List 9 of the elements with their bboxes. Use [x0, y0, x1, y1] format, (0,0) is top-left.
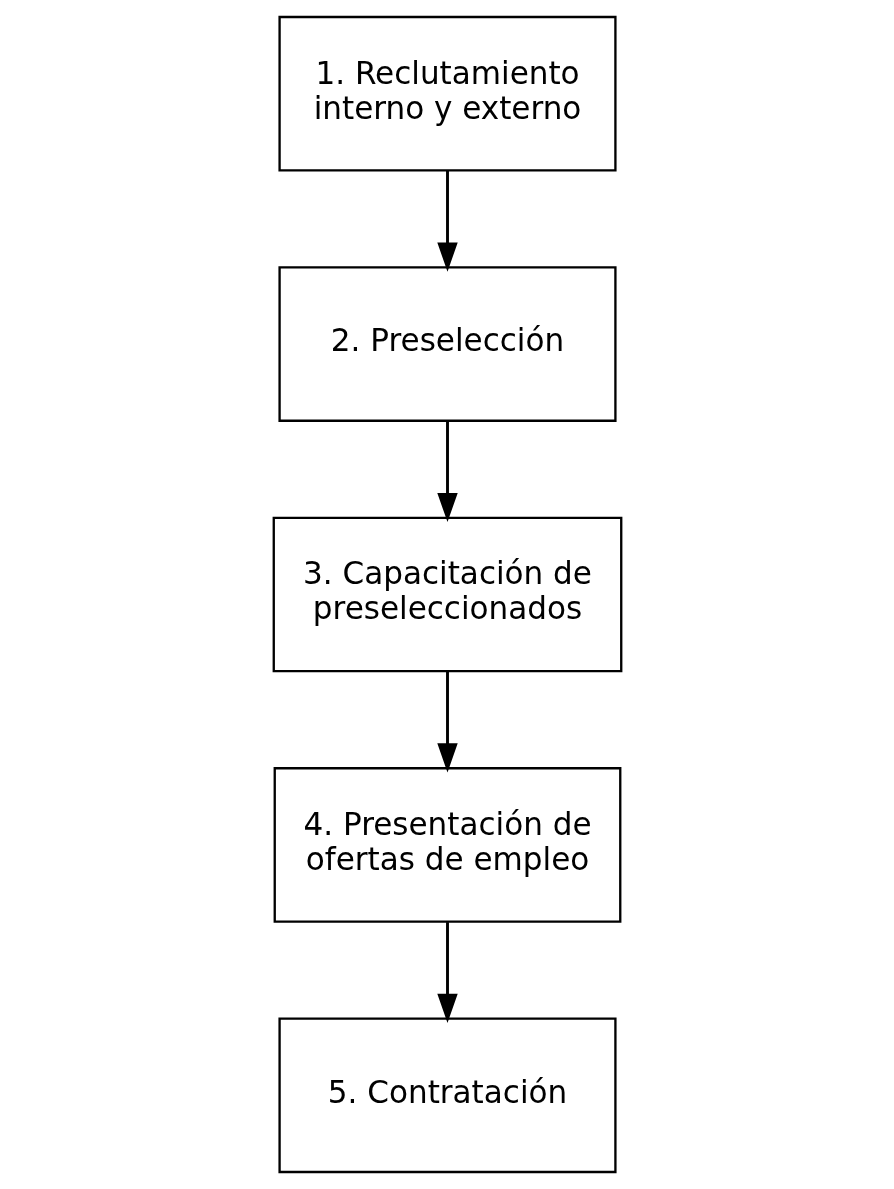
node-box: 5. Contratación	[277, 1017, 617, 1174]
arrow	[436, 922, 458, 1023]
arrow	[436, 671, 458, 773]
node-box: 3. Capacitación de preseleccionados	[272, 516, 622, 673]
node-box: 1. Reclutamiento interno y externo	[277, 15, 617, 172]
arrow	[436, 421, 458, 523]
arrow	[436, 170, 458, 272]
node-box: 2. Preselección	[277, 266, 617, 422]
node-box: 4. Presentación de ofertas de empleo	[273, 767, 621, 923]
